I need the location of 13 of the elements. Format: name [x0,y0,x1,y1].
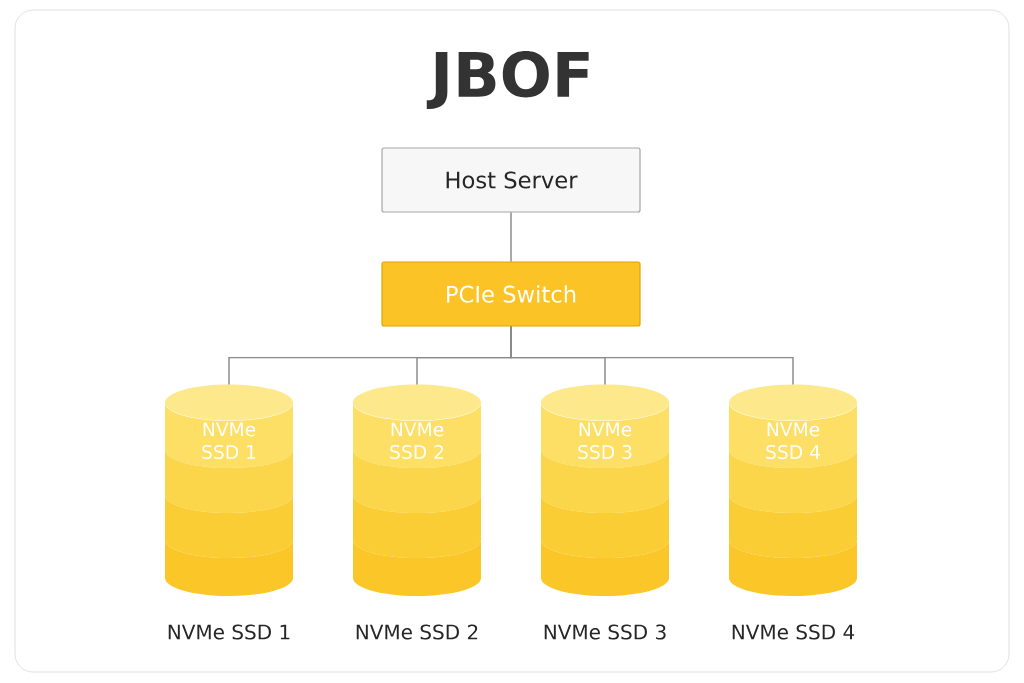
device-label: NVMe SSD 2 [356,624,478,640]
switch-box: PCIe Switch [381,261,641,327]
storage-cylinder: NVMe SSD 1 [165,384,293,596]
device-label: NVMe SSD 1 [168,624,290,640]
connector-line [510,325,794,386]
title: JBOF [426,51,589,109]
storage-cylinder: NVMe SSD 2 [353,384,481,596]
storage-cylinder: NVMe SSD 4 [729,384,857,596]
device-label: NVMe SSD 3 [544,624,666,640]
process-box: Host Server [381,147,641,213]
storage-cylinder: NVMe SSD 3 [541,384,669,596]
device-label: NVMe SSD 4 [732,624,855,640]
connector-line [510,211,512,263]
